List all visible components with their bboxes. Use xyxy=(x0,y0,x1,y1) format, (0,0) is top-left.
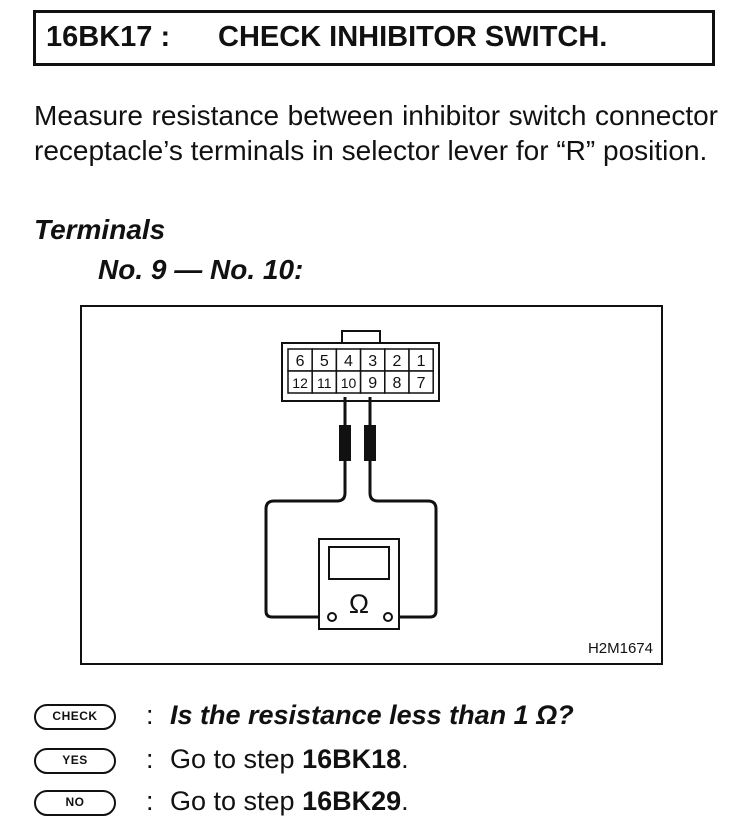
terminal-number: 10 xyxy=(341,375,357,391)
yes-step-link: 16BK18 xyxy=(302,744,402,774)
probe-left xyxy=(339,425,351,461)
terminal-number: 9 xyxy=(368,375,377,392)
terminal-number: 7 xyxy=(417,375,426,392)
no-suffix: . xyxy=(401,786,409,816)
terminal-number: 4 xyxy=(344,353,353,370)
terminals-label: Terminals xyxy=(34,214,166,245)
ohm-symbol: Ω xyxy=(349,589,369,619)
diagram-code: H2M1674 xyxy=(587,640,653,657)
step-title: CHECK INHIBITOR SWITCH. xyxy=(218,21,608,53)
no-result: Go to step 16BK29. xyxy=(170,786,409,817)
meter-terminal-left xyxy=(327,612,337,622)
terminal-number: 3 xyxy=(368,353,377,370)
yes-prefix: Go to step xyxy=(170,744,303,774)
meter-display xyxy=(328,546,390,580)
terminal-number: 6 xyxy=(296,353,305,370)
terminal-number: 11 xyxy=(317,375,332,391)
terminal-number: 8 xyxy=(392,375,401,392)
yes-colon: : xyxy=(146,744,154,774)
no-badge: NO xyxy=(34,790,116,816)
no-step-link: 16BK29 xyxy=(302,786,402,816)
no-prefix: Go to step xyxy=(170,786,303,816)
probe-leads xyxy=(264,397,438,619)
terminal-number: 5 xyxy=(320,353,329,370)
yes-result: Go to step 16BK18. xyxy=(170,744,409,775)
instruction-text: Measure resistance between inhibitor swi… xyxy=(34,100,718,166)
terminals-value: No. 9 — No. 10: xyxy=(98,254,304,285)
terminal-number: 2 xyxy=(392,353,401,370)
check-colon: : xyxy=(146,700,154,730)
meter-terminal-right xyxy=(383,612,393,622)
ohmmeter: Ω xyxy=(318,538,400,630)
terminal-cell xyxy=(408,370,434,394)
terminal-number: 12 xyxy=(292,375,308,391)
terminal-number: 1 xyxy=(417,353,426,370)
step-number: 16BK17 : xyxy=(46,21,171,53)
no-colon: : xyxy=(146,786,154,816)
probe-right xyxy=(364,425,376,461)
yes-badge: YES xyxy=(34,748,116,774)
step-header: 16BK17 : CHECK INHIBITOR SWITCH. xyxy=(33,10,715,66)
check-question: Is the resistance less than 1 Ω? xyxy=(170,700,574,730)
yes-suffix: . xyxy=(401,744,409,774)
check-badge: CHECK xyxy=(34,704,116,730)
